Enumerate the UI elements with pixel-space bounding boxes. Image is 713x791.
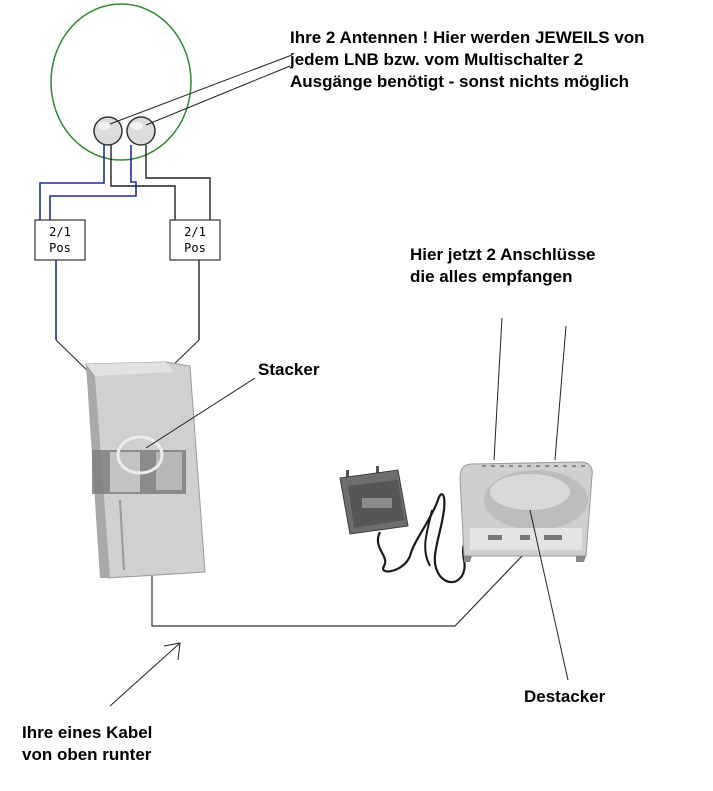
pointer-arrow-cable (109, 642, 181, 707)
switch-right: 2/1 Pos (169, 219, 221, 261)
satellite-dish (50, 3, 192, 161)
output-line-right (554, 325, 567, 461)
cable-lnb-right-blue (49, 145, 137, 220)
cable-note-line1: Ihre eines Kabel (22, 723, 152, 742)
output-line-left (493, 317, 503, 461)
switch-left: 2/1 Pos (34, 219, 86, 261)
outputs-note-line2: die alles empfangen (410, 267, 573, 286)
antennas-note-line2: jedem LNB bzw. vom Multischalter 2 (289, 50, 583, 69)
pointer-line-destacker (529, 509, 569, 681)
pointer-line-lnb-right (145, 65, 291, 126)
power-adapter (339, 466, 481, 584)
switch-right-line2: Pos (184, 241, 206, 255)
destacker-device (459, 461, 593, 562)
antennas-note-line3: Ausgänge benötigt - sonst nichts möglich (290, 72, 629, 91)
switch-right-line1: 2/1 (184, 225, 206, 239)
lnb-right (126, 116, 156, 146)
stacker-label: Stacker (258, 360, 320, 379)
coax-cable (151, 555, 523, 627)
switch-left-line1: 2/1 (49, 225, 71, 239)
antennas-note-line1: Ihre 2 Antennen ! Hier werden JEWEILS vo… (290, 28, 645, 47)
lnb-left (93, 116, 123, 146)
cable-lnb-left-dark (110, 145, 176, 220)
cable-note-line2: von oben runter (22, 745, 152, 764)
pointer-line-lnb-left (109, 54, 293, 125)
pointer-line-stacker (145, 377, 256, 449)
destacker-label: Destacker (524, 687, 606, 706)
outputs-note-line1: Hier jetzt 2 Anschlüsse (410, 245, 596, 264)
switch-left-line2: Pos (49, 241, 71, 255)
cable-lnb-left-blue (39, 145, 105, 220)
stacker-device (55, 339, 206, 579)
cable-lnb-right-dark (145, 145, 211, 220)
